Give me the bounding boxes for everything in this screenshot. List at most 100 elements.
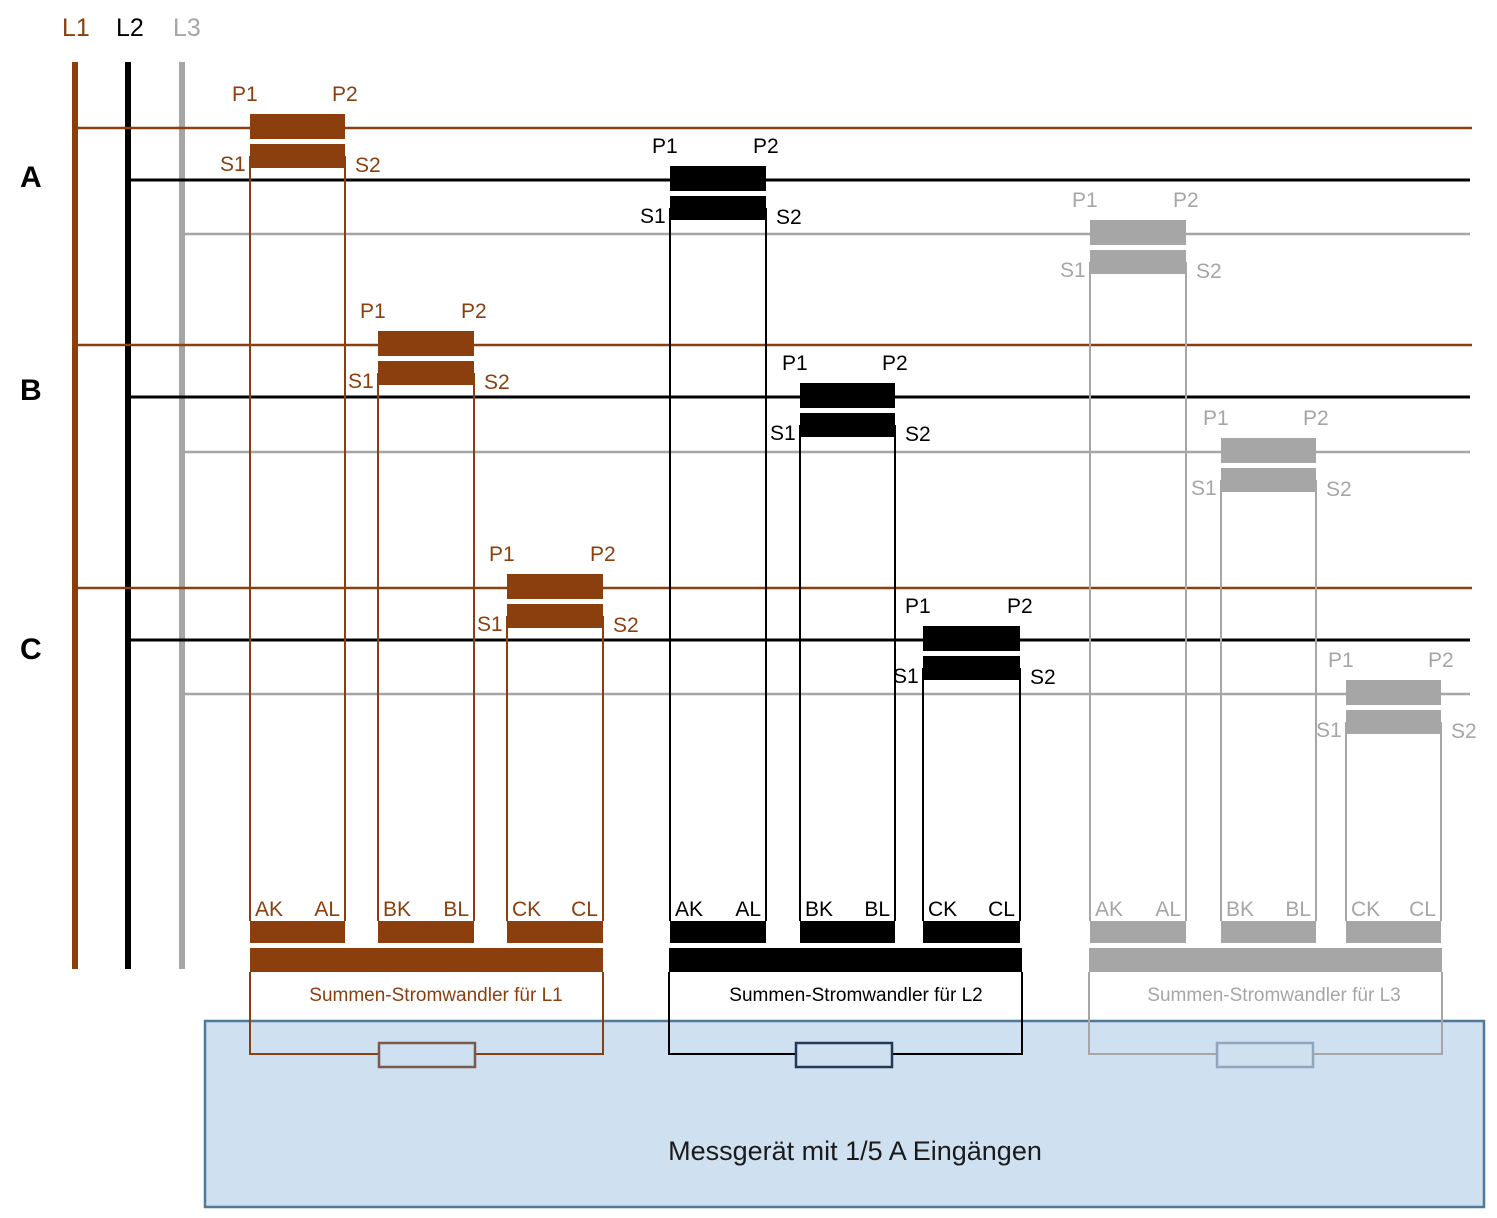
sum-l1-label-bk: BK bbox=[383, 898, 411, 921]
ct-l2-b-primary bbox=[800, 383, 895, 408]
busbar-l2 bbox=[125, 62, 131, 969]
sum-l1-label: Summen-Stromwandler für L1 bbox=[309, 985, 562, 1006]
ct-l3-c-label-p1: P1 bbox=[1328, 649, 1354, 672]
ct-l1-c-label-p1: P1 bbox=[489, 543, 515, 566]
ct-l1-a-primary bbox=[250, 114, 345, 139]
ct-l3-a-label-s1: S1 bbox=[1060, 259, 1086, 282]
phase-label-l2: L2 bbox=[116, 14, 144, 42]
ct-l3-a-primary bbox=[1090, 220, 1186, 245]
ct-l2-a-label-s2: S2 bbox=[776, 206, 802, 229]
ct-l1-c-secondary bbox=[507, 604, 603, 628]
ct-l2-a-label-s1: S1 bbox=[640, 205, 666, 228]
feeder-label-c: C bbox=[20, 633, 42, 666]
ct-l2-b-label-p1: P1 bbox=[782, 352, 808, 375]
busbar-l3 bbox=[179, 62, 185, 969]
sum-l3-label-cl: CL bbox=[1409, 898, 1436, 921]
meter-label: Messgerät mit 1/5 A Eingängen bbox=[668, 1136, 1042, 1166]
sum-l3-label-bk: BK bbox=[1226, 898, 1254, 921]
ct-l2-a-label-p1: P1 bbox=[652, 135, 678, 158]
phase-label-l1: L1 bbox=[62, 14, 90, 42]
ct-l3-c-secondary bbox=[1346, 710, 1441, 734]
meter-box bbox=[203, 1019, 1486, 1209]
ct-l1-b-label-s1: S1 bbox=[348, 370, 374, 393]
sum-l3-label-bl: BL bbox=[1285, 898, 1311, 921]
ct-l3-a-label-p1: P1 bbox=[1072, 189, 1098, 212]
ct-l1-a-secondary bbox=[250, 144, 345, 168]
sum-l2-input-a bbox=[670, 921, 766, 943]
ct-l3-b-label-p1: P1 bbox=[1203, 407, 1229, 430]
meter-input-resistor-l3 bbox=[1215, 1041, 1315, 1069]
ct-l3-c-label-p2: P2 bbox=[1428, 649, 1454, 672]
sum-l3-label-al: AL bbox=[1155, 898, 1181, 921]
ct-l2-c-label-p2: P2 bbox=[1007, 595, 1033, 618]
sum-l3-output-loop bbox=[1088, 972, 1443, 1055]
sum-l2-input-c bbox=[923, 921, 1020, 943]
sum-l2-label-al: AL bbox=[735, 898, 761, 921]
ct-l3-b-label-s1: S1 bbox=[1191, 477, 1217, 500]
phase-label-l3: L3 bbox=[173, 14, 201, 42]
sum-l1-label-ak: AK bbox=[255, 898, 283, 921]
ct-l2-c-label-s2: S2 bbox=[1030, 666, 1056, 689]
meter-input-resistor-l2 bbox=[794, 1041, 894, 1069]
sum-l3-label-ck: CK bbox=[1351, 898, 1380, 921]
ct-l1-b-primary bbox=[378, 331, 474, 356]
ct-l3-a-secondary bbox=[1090, 250, 1186, 274]
ct-l1-b-secondary bbox=[378, 361, 474, 385]
ct-l2-b-label-p2: P2 bbox=[882, 352, 908, 375]
meter-input-resistor-l1 bbox=[377, 1041, 477, 1069]
ct-l3-b-label-s2: S2 bbox=[1326, 478, 1352, 501]
feeder-label-a: A bbox=[20, 161, 42, 194]
ct-l3-b-secondary bbox=[1221, 468, 1316, 492]
sum-l2-label-bl: BL bbox=[864, 898, 890, 921]
sum-l3-input-a bbox=[1090, 921, 1186, 943]
ct-l3-c-label-s2: S2 bbox=[1451, 720, 1477, 743]
ct-l1-a-label-s2: S2 bbox=[355, 154, 381, 177]
ct-l2-b-label-s2: S2 bbox=[905, 423, 931, 446]
ct-l2-b-label-s1: S1 bbox=[770, 422, 796, 445]
ct-l3-a-label-s2: S2 bbox=[1196, 260, 1222, 283]
ct-l1-c-label-s1: S1 bbox=[477, 613, 503, 636]
ct-l1-b-label-s2: S2 bbox=[484, 371, 510, 394]
sum-l1-label-bl: BL bbox=[443, 898, 469, 921]
ct-l2-c-label-s1: S1 bbox=[893, 665, 919, 688]
sum-l1-core bbox=[250, 948, 603, 972]
sum-l2-input-b bbox=[800, 921, 895, 943]
sum-l2-label-ak: AK bbox=[675, 898, 703, 921]
ct-l3-c-primary bbox=[1346, 680, 1441, 705]
ct-l2-c-secondary bbox=[923, 656, 1020, 680]
sum-l2-label-cl: CL bbox=[988, 898, 1015, 921]
ct-l2-a-secondary bbox=[670, 196, 766, 220]
sum-l2-label-bk: BK bbox=[805, 898, 833, 921]
sum-l1-label-al: AL bbox=[314, 898, 340, 921]
sum-l3-input-b bbox=[1221, 921, 1316, 943]
ct-l2-c-label-p1: P1 bbox=[905, 595, 931, 618]
busbar-l1 bbox=[72, 62, 78, 969]
ct-l1-a-label-p1: P1 bbox=[232, 83, 258, 106]
sum-l2-core bbox=[669, 948, 1022, 972]
ct-l2-c-primary bbox=[923, 626, 1020, 651]
ct-l3-b-primary bbox=[1221, 438, 1316, 463]
ct-l2-a-primary bbox=[670, 166, 766, 191]
sum-l3-label-ak: AK bbox=[1095, 898, 1123, 921]
sum-l2-label-ck: CK bbox=[928, 898, 957, 921]
ct-l3-c-label-s1: S1 bbox=[1316, 719, 1342, 742]
sum-l3-core bbox=[1089, 948, 1442, 972]
sum-l2-output-loop bbox=[668, 972, 1023, 1055]
ct-l2-a-label-p2: P2 bbox=[753, 135, 779, 158]
sum-l1-input-a bbox=[250, 921, 345, 943]
sum-l3-input-c bbox=[1346, 921, 1441, 943]
ct-l1-a-label-p2: P2 bbox=[332, 83, 358, 106]
sum-l3-label: Summen-Stromwandler für L3 bbox=[1147, 985, 1400, 1006]
sum-l1-label-ck: CK bbox=[512, 898, 541, 921]
ct-l3-a-label-p2: P2 bbox=[1173, 189, 1199, 212]
sum-l1-input-b bbox=[378, 921, 474, 943]
ct-l2-b-secondary bbox=[800, 413, 895, 437]
ct-l1-c-label-p2: P2 bbox=[590, 543, 616, 566]
sum-l1-output-loop bbox=[249, 972, 604, 1055]
ct-l1-b-label-p2: P2 bbox=[461, 300, 487, 323]
ct-l1-c-label-s2: S2 bbox=[613, 614, 639, 637]
sum-l1-input-c bbox=[507, 921, 603, 943]
ct-l1-a-label-s1: S1 bbox=[220, 153, 246, 176]
sum-l1-label-cl: CL bbox=[571, 898, 598, 921]
